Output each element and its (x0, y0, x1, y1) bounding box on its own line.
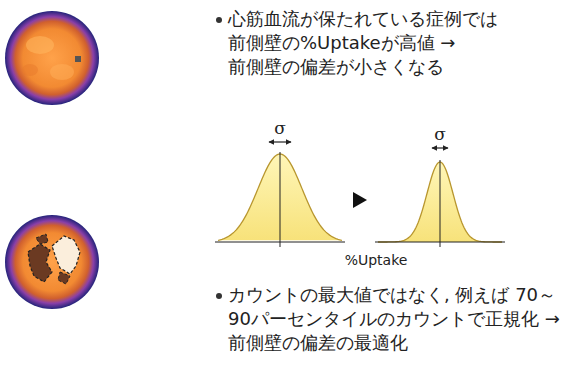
axis-label: %Uptake (331, 248, 421, 272)
transition-arrow (353, 192, 367, 208)
center-line (280, 152, 281, 247)
bullet-text: 心筋血流が保たれている症例では 前側壁の%Uptakeが高値 →前側壁の偏差が小… (228, 7, 518, 79)
polar-map (5, 215, 99, 309)
bullet-text: カウントの最大値ではなく, 例えば 70～ 90パーセンタイルのカウントで正規化… (228, 283, 576, 355)
sigma-label: σ (420, 122, 460, 146)
bullet (216, 17, 222, 23)
polar-map (5, 11, 99, 105)
distribution (218, 154, 502, 242)
center-line (440, 160, 441, 247)
sigma-arrow (269, 141, 291, 142)
sigma-label: σ (260, 116, 300, 140)
sigma-arrow (432, 147, 448, 148)
bullet (216, 293, 222, 299)
